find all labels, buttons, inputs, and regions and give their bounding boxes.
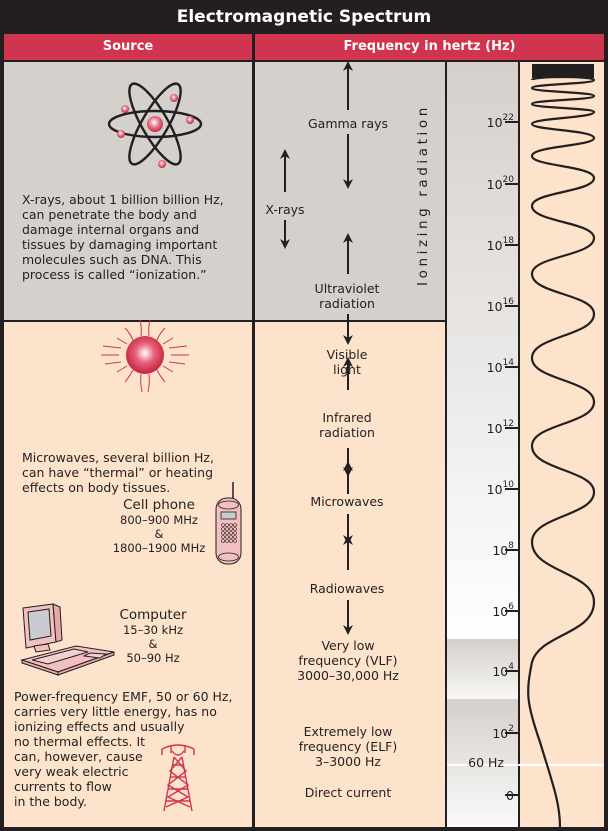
tick-mark <box>505 794 518 796</box>
source-column-header: Source <box>4 34 252 60</box>
tick-mark <box>505 427 518 429</box>
tick-mark <box>505 366 518 368</box>
tick-mark <box>505 183 518 185</box>
tick-10-4: 104 <box>492 662 514 679</box>
band-ionizing-panel <box>255 62 445 320</box>
xray-description: X-rays, about 1 billion billion Hz, can … <box>22 192 224 282</box>
elf-band-shade <box>447 699 518 827</box>
computer-icon <box>20 603 115 676</box>
power-frequency-description: Power-frequency EMF, 50 or 60 Hz, carrie… <box>14 689 233 809</box>
wave-column <box>520 62 604 827</box>
tick-mark <box>505 670 518 672</box>
tick-10-2: 102 <box>492 724 514 741</box>
tick-mark <box>505 244 518 246</box>
cell-phone-icon <box>215 482 242 565</box>
cell-phone-label: Cell phone 800–900 MHz & 1800–1900 MHz <box>112 497 206 555</box>
band-gamma-rays: Gamma rays <box>307 116 389 131</box>
power-tower-icon <box>161 744 195 812</box>
tick-mark <box>505 488 518 490</box>
ionizing-radiation-label: Ionizing radiation <box>415 104 431 287</box>
diagram-title: Electromagnetic Spectrum <box>2 2 606 34</box>
tick-mark <box>505 305 518 307</box>
tick-10-6: 106 <box>492 602 514 619</box>
marker-60hz-label: 60 Hz <box>468 755 504 770</box>
tick-10-22: 1022 <box>486 113 514 130</box>
em-wave-icon <box>527 64 596 828</box>
tick-10-20: 1020 <box>486 175 514 192</box>
band-radiowaves: Radiowaves <box>309 581 385 596</box>
60hz-marker-line <box>447 764 603 766</box>
tick-10-12: 1012 <box>486 419 514 436</box>
tick-mark <box>505 121 518 123</box>
tick-mark <box>505 610 518 612</box>
source-nonionizing-panel <box>4 322 252 827</box>
vlf-band-shade <box>447 639 518 699</box>
band-arrows <box>280 61 353 635</box>
tick-mark <box>505 732 518 734</box>
frequency-column-header: Frequency in hertz (Hz) <box>255 34 604 60</box>
tick-10-14: 1014 <box>486 358 514 375</box>
tick-10-10: 1010 <box>486 480 514 497</box>
band-x-rays: X-rays <box>265 202 305 217</box>
tick-10-18: 1018 <box>486 236 514 253</box>
atom-icon <box>107 82 203 168</box>
band-microwaves: Microwaves <box>310 494 384 509</box>
microwave-description: Microwaves, several billion Hz, can have… <box>22 450 214 495</box>
source-ionizing-panel <box>4 62 252 320</box>
tick-mark <box>505 549 518 551</box>
tick-10-16: 1016 <box>486 297 514 314</box>
computer-label: Computer 15–30 kHz & 50–90 Hz <box>119 607 187 665</box>
tick-10-8: 108 <box>492 541 514 558</box>
band-nonionizing-panel <box>255 322 445 827</box>
band-direct-current: Direct current <box>304 785 392 800</box>
sun-icon <box>101 319 189 393</box>
